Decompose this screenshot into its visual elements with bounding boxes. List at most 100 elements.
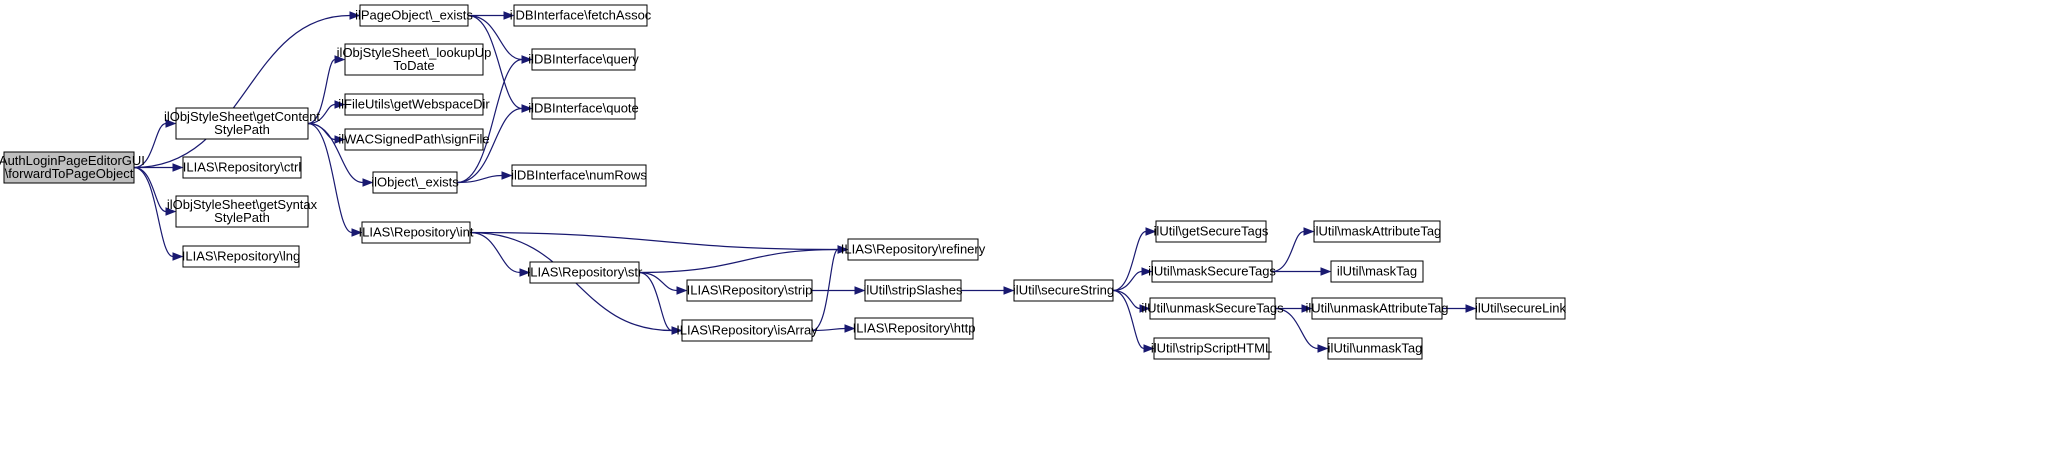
node-isarray[interactable]: ILIAS\Repository\isArray bbox=[676, 319, 818, 342]
edge-line bbox=[638, 271, 678, 292]
node-getsecuretags[interactable]: ilUtil\getSecureTags bbox=[1154, 220, 1269, 243]
node-box bbox=[372, 171, 458, 194]
edge-line bbox=[638, 271, 673, 332]
edge-pageobject-exists-to-fetchassoc bbox=[468, 11, 515, 20]
edge-line bbox=[1274, 307, 1319, 350]
arrowhead-icon bbox=[1143, 344, 1155, 353]
node-label: ILIAS\Repository\http bbox=[853, 321, 976, 336]
edge-line bbox=[133, 166, 174, 258]
edge-line bbox=[133, 166, 167, 213]
arrowhead-icon bbox=[172, 252, 184, 261]
node-ctrl[interactable]: ILIAS\Repository\ctrl bbox=[182, 156, 302, 179]
arrowhead-icon bbox=[172, 163, 184, 172]
node-box bbox=[182, 245, 300, 268]
arrowhead-icon bbox=[676, 286, 688, 295]
edge-line bbox=[1112, 289, 1145, 350]
node-box bbox=[359, 4, 469, 27]
edge-str-to-isarray bbox=[638, 271, 683, 335]
node-object-exists[interactable]: ilObject\_exists bbox=[371, 171, 459, 194]
node-refinery[interactable]: ILIAS\Repository\refinery bbox=[841, 238, 986, 261]
node-box bbox=[847, 238, 979, 261]
node-stripscripthtml[interactable]: ilUtil\stripScriptHTML bbox=[1151, 337, 1272, 360]
arrowhead-icon bbox=[334, 100, 346, 109]
node-query[interactable]: ilDBInterface\query bbox=[528, 48, 639, 71]
node-box bbox=[513, 4, 648, 27]
node-label: ilUtil\maskTag bbox=[1337, 264, 1417, 279]
edge-line bbox=[307, 58, 336, 125]
node-box bbox=[361, 221, 471, 244]
node-fetchassoc[interactable]: ilDBInterface\fetchAssoc bbox=[510, 4, 652, 27]
node-label: ilDBInterface\quote bbox=[528, 101, 639, 116]
edge-line bbox=[456, 107, 523, 184]
node-securelink[interactable]: ilUtil\secureLink bbox=[1475, 297, 1567, 320]
edge-isarray-to-http bbox=[811, 324, 856, 333]
edge-unmasksecuretags-to-unmasktag bbox=[1274, 307, 1329, 353]
node-box bbox=[1311, 297, 1443, 320]
arrowhead-icon bbox=[349, 11, 361, 20]
node-label: ilObject\_exists bbox=[371, 175, 459, 190]
edge-line bbox=[1112, 270, 1143, 292]
arrowhead-icon bbox=[1003, 286, 1015, 295]
node-numrows[interactable]: ilDBInterface\numRows bbox=[511, 164, 647, 187]
node-label: ILIAS\Repository\int bbox=[359, 225, 474, 240]
arrowhead-icon bbox=[1303, 227, 1315, 236]
edge-line bbox=[469, 231, 521, 274]
edge-root-to-ctrl bbox=[134, 163, 184, 172]
edges-layer bbox=[133, 11, 1477, 353]
node-masktag[interactable]: ilUtil\maskTag bbox=[1330, 260, 1424, 283]
edge-line bbox=[467, 14, 523, 61]
node-label: ilUtil\maskSecureTags bbox=[1148, 264, 1276, 279]
edge-securestring-to-stripscripthtml bbox=[1112, 289, 1155, 353]
edge-line bbox=[456, 174, 503, 184]
edge-line bbox=[811, 248, 839, 332]
node-getwebspacedir[interactable]: ilFileUtils\getWebspaceDir bbox=[338, 93, 490, 116]
node-label: ilUtil\stripSlashes bbox=[864, 283, 963, 298]
edge-object-exists-to-quote bbox=[456, 104, 533, 184]
node-int[interactable]: ILIAS\Repository\int bbox=[359, 221, 474, 244]
node-strip[interactable]: ILIAS\Repository\strip bbox=[686, 279, 813, 302]
node-root[interactable]: ilAuthLoginPageEditorGUI\forwardToPageOb… bbox=[0, 151, 145, 184]
node-lng[interactable]: ILIAS\Repository\lng bbox=[182, 245, 301, 268]
node-label: ILIAS\Repository\strip bbox=[687, 283, 813, 298]
node-quote[interactable]: ilDBInterface\quote bbox=[528, 97, 639, 120]
arrowhead-icon bbox=[165, 207, 177, 216]
node-unmasktag[interactable]: ilUtil\unmaskTag bbox=[1327, 337, 1423, 360]
node-pageobject-exists[interactable]: ilPageObject\_exists bbox=[355, 4, 473, 27]
node-label: StylePath bbox=[214, 122, 270, 137]
node-label: ilObjStyleSheet\_lookupUp bbox=[337, 45, 492, 60]
node-box bbox=[511, 164, 647, 187]
node-stripslashes[interactable]: ilUtil\stripSlashes bbox=[864, 279, 963, 302]
node-box bbox=[344, 93, 484, 116]
edge-masksecuretags-to-maskattributetag bbox=[1271, 227, 1315, 273]
node-box bbox=[1327, 337, 1423, 360]
node-label: ILIAS\Repository\lng bbox=[182, 249, 301, 264]
node-unmaskattributetag[interactable]: ilUtil\unmaskAttributeTag bbox=[1305, 297, 1449, 320]
node-signfile[interactable]: ilWACSignedPath\signFile bbox=[338, 128, 490, 151]
edge-root-to-lng bbox=[133, 166, 184, 261]
edge-securestring-to-masksecuretags bbox=[1112, 267, 1153, 292]
node-label: ilUtil\maskAttributeTag bbox=[1313, 224, 1442, 239]
node-http[interactable]: ILIAS\Repository\http bbox=[853, 317, 976, 340]
edge-unmaskattributetag-to-securelink bbox=[1442, 304, 1477, 313]
node-box bbox=[531, 48, 636, 71]
node-box bbox=[1330, 260, 1424, 283]
node-label: ilDBInterface\query bbox=[528, 52, 639, 67]
node-unmasksecuretags[interactable]: ilUtil\unmaskSecureTags bbox=[1141, 297, 1284, 320]
node-label: StylePath bbox=[214, 210, 270, 225]
node-maskattributetag[interactable]: ilUtil\maskAttributeTag bbox=[1313, 220, 1442, 243]
node-masksecuretags[interactable]: ilUtil\maskSecureTags bbox=[1148, 260, 1276, 283]
node-box bbox=[1149, 297, 1276, 320]
node-box bbox=[686, 279, 813, 302]
edge-str-to-strip bbox=[638, 271, 688, 295]
node-str[interactable]: ILIAS\Repository\str bbox=[527, 261, 643, 284]
arrowhead-icon bbox=[334, 135, 346, 144]
edge-line bbox=[133, 14, 351, 169]
edge-root-to-pageobject-exists bbox=[133, 11, 361, 169]
arrowhead-icon bbox=[854, 286, 866, 295]
node-label: ilObjStyleSheet\getContent bbox=[164, 109, 320, 124]
edge-securestring-to-getsecuretags bbox=[1112, 227, 1157, 292]
node-securestring[interactable]: ilUtil\secureString bbox=[1013, 279, 1114, 302]
